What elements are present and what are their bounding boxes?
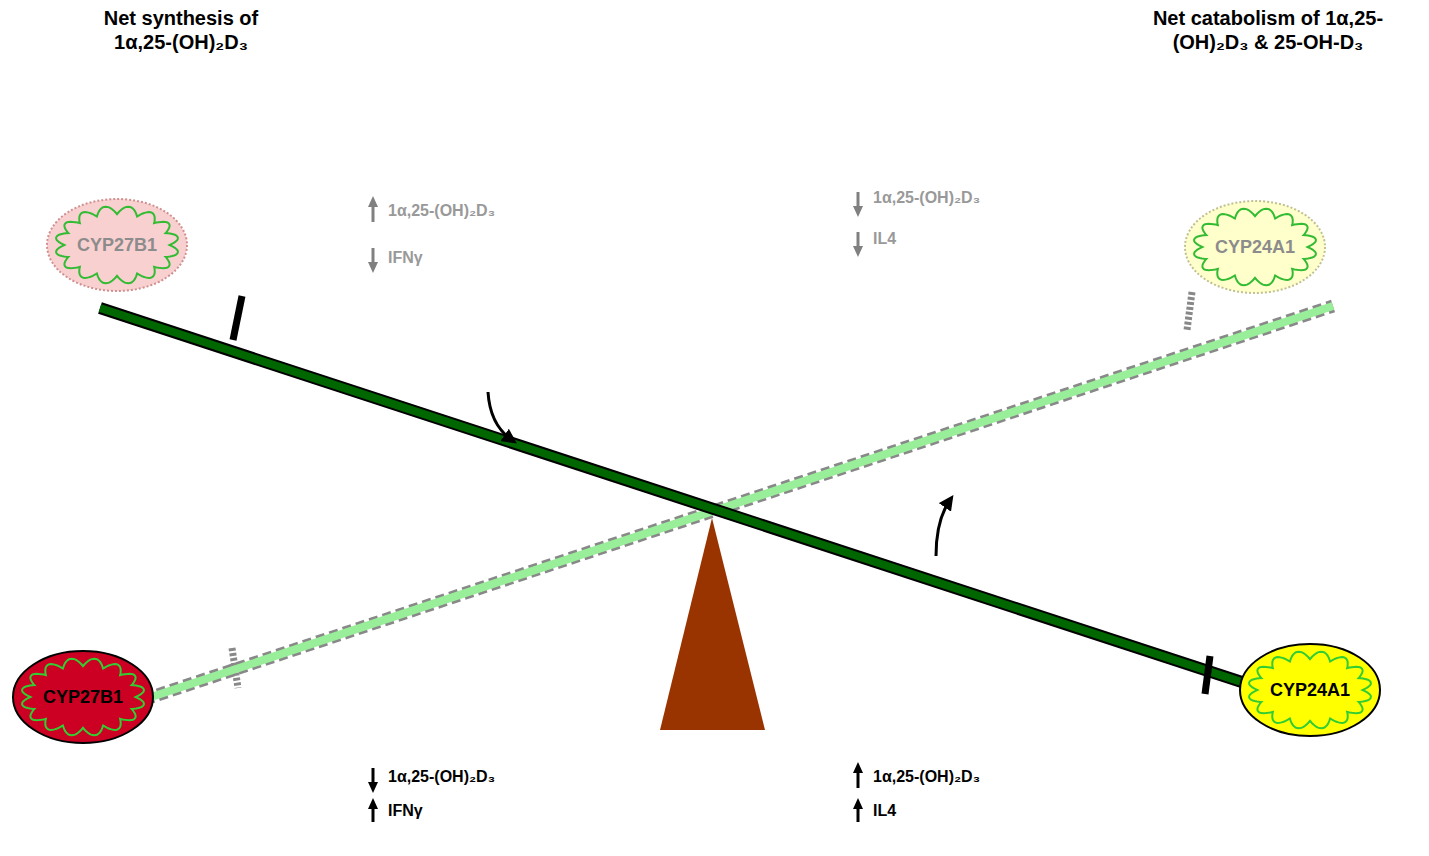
faded-mitochondrion: CYP27B1 — [45, 197, 189, 293]
rotation-arrow — [936, 500, 950, 556]
rotation-arrow — [488, 392, 512, 440]
faded-arrows — [368, 192, 863, 273]
state-heading: Net synthesis of 1α,25-(OH)₂D₃ — [76, 6, 286, 54]
change-label: 1α,25-(OH)₂D₃ — [388, 768, 495, 786]
mitochondrion: CYP27B1 — [11, 649, 155, 745]
faded-change-label: 1α,25-(OH)₂D₃ — [388, 202, 495, 220]
cristae — [22, 659, 144, 736]
cristae — [56, 207, 178, 284]
cristae — [1194, 209, 1316, 286]
mitochondrion: CYP24A1 — [1238, 642, 1382, 738]
faded-stalk — [1187, 292, 1192, 330]
state-heading: Net catabolism of 1α,25-(OH)₂D₃ & 25-OH-… — [1118, 6, 1418, 54]
enzyme-name: CYP24A1 — [1215, 237, 1295, 258]
enzyme-name: CYP24A1 — [1270, 680, 1350, 701]
faded-change-label: IL4 — [873, 230, 896, 248]
change-label: IL4 — [873, 802, 896, 820]
stalk — [1205, 656, 1210, 694]
fulcrum — [660, 518, 765, 730]
stalk — [233, 296, 242, 340]
faded-change-label: IFNγ — [388, 249, 423, 267]
cristae — [1249, 652, 1371, 729]
change-label: 1α,25-(OH)₂D₃ — [873, 768, 980, 786]
enzyme-name: CYP27B1 — [77, 235, 157, 256]
change-label: IFNγ — [388, 802, 423, 820]
faded-mitochondrion: CYP24A1 — [1183, 199, 1327, 295]
arrows — [368, 762, 863, 822]
faded-change-label: 1α,25-(OH)₂D₃ — [873, 189, 980, 207]
enzyme-name: CYP27B1 — [43, 687, 123, 708]
